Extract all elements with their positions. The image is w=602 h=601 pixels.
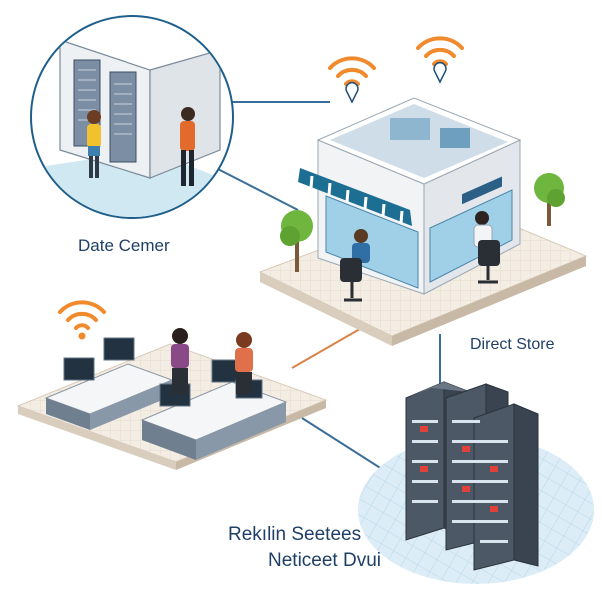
tree-icon: [534, 173, 565, 226]
remote-services-label-line1: Rekılin Seetees: [228, 524, 362, 545]
data-center-label: Date Cemer: [78, 236, 170, 255]
wifi-icon: [416, 36, 464, 84]
remote-services-label-line2: Neticeet Dvui: [268, 550, 381, 571]
store-building-icon: [258, 97, 588, 346]
monitor-icon: [63, 337, 263, 407]
engineer-figure: [180, 107, 195, 186]
direct-store-label: Direct Store: [470, 336, 555, 353]
wifi-icon: [58, 300, 106, 340]
store-worker-right: [473, 211, 500, 284]
tree-icon: [280, 210, 313, 272]
link-dc-store: [211, 165, 299, 211]
server-rack-icon: [358, 381, 594, 584]
technician-figure: [87, 110, 101, 178]
office-worker-right: [235, 332, 253, 394]
data-center-circle-icon: [30, 15, 234, 219]
office-workstations-icon: [16, 328, 328, 470]
office-worker-left: [171, 328, 189, 394]
wifi-icon: [328, 56, 376, 104]
store-worker-left: [340, 229, 370, 302]
